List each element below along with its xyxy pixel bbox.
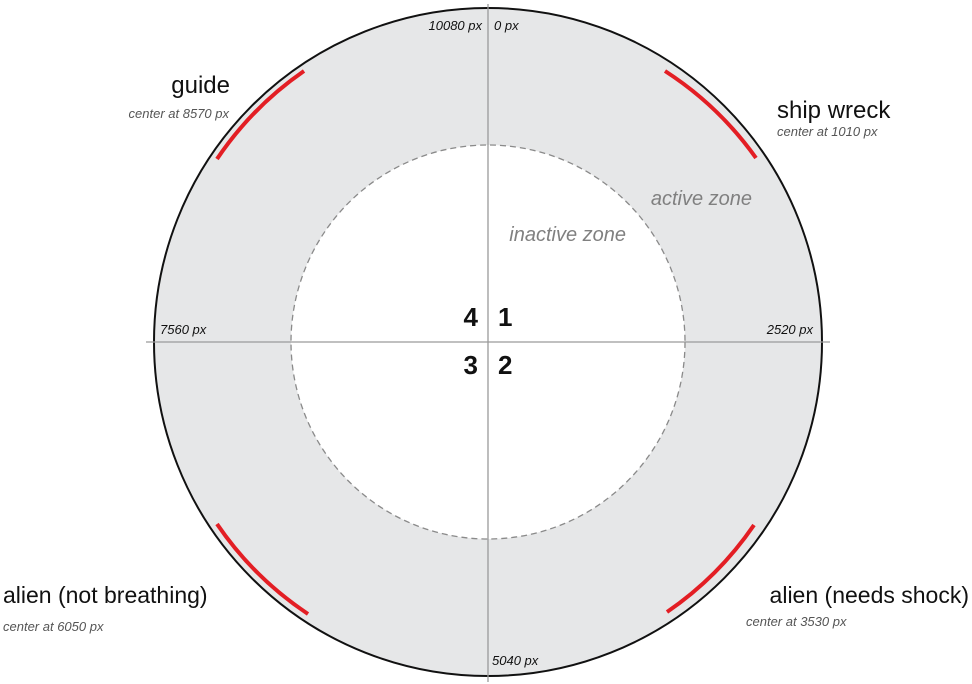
event-name-guide: guide xyxy=(171,72,230,99)
event-center-alien-not-breathing: center at 6050 px xyxy=(3,619,104,634)
event-center-ship-wreck: center at 1010 px xyxy=(777,124,878,139)
quadrant-label-4: 4 xyxy=(464,302,479,332)
position-label-top-left: 10080 px xyxy=(429,18,483,33)
event-arc-alien-not-breathing xyxy=(215,522,310,616)
event-center-alien-needs-shock: center at 3530 px xyxy=(746,614,847,629)
zone-label-active: active zone xyxy=(651,188,752,210)
quadrant-label-2: 2 xyxy=(498,350,512,380)
event-arc-ship-wreck xyxy=(663,69,758,160)
position-label-top-right: 0 px xyxy=(494,18,519,33)
event-name-ship-wreck: ship wreck xyxy=(777,97,891,124)
zone-label-inactive: inactive zone xyxy=(509,224,626,246)
event-arc-guide xyxy=(215,69,306,161)
event-name-alien-not-breathing: alien (not breathing) xyxy=(3,582,208,608)
event-name-alien-needs-shock: alien (needs shock) xyxy=(770,582,969,608)
position-label-right: 2520 px xyxy=(766,322,814,337)
position-label-bottom: 5040 px xyxy=(492,653,539,668)
quadrant-label-1: 1 xyxy=(498,302,512,332)
event-arc-alien-needs-shock xyxy=(665,523,756,614)
position-label-left: 7560 px xyxy=(160,322,207,337)
event-center-guide: center at 8570 px xyxy=(129,106,230,121)
quadrant-label-3: 3 xyxy=(464,350,478,380)
